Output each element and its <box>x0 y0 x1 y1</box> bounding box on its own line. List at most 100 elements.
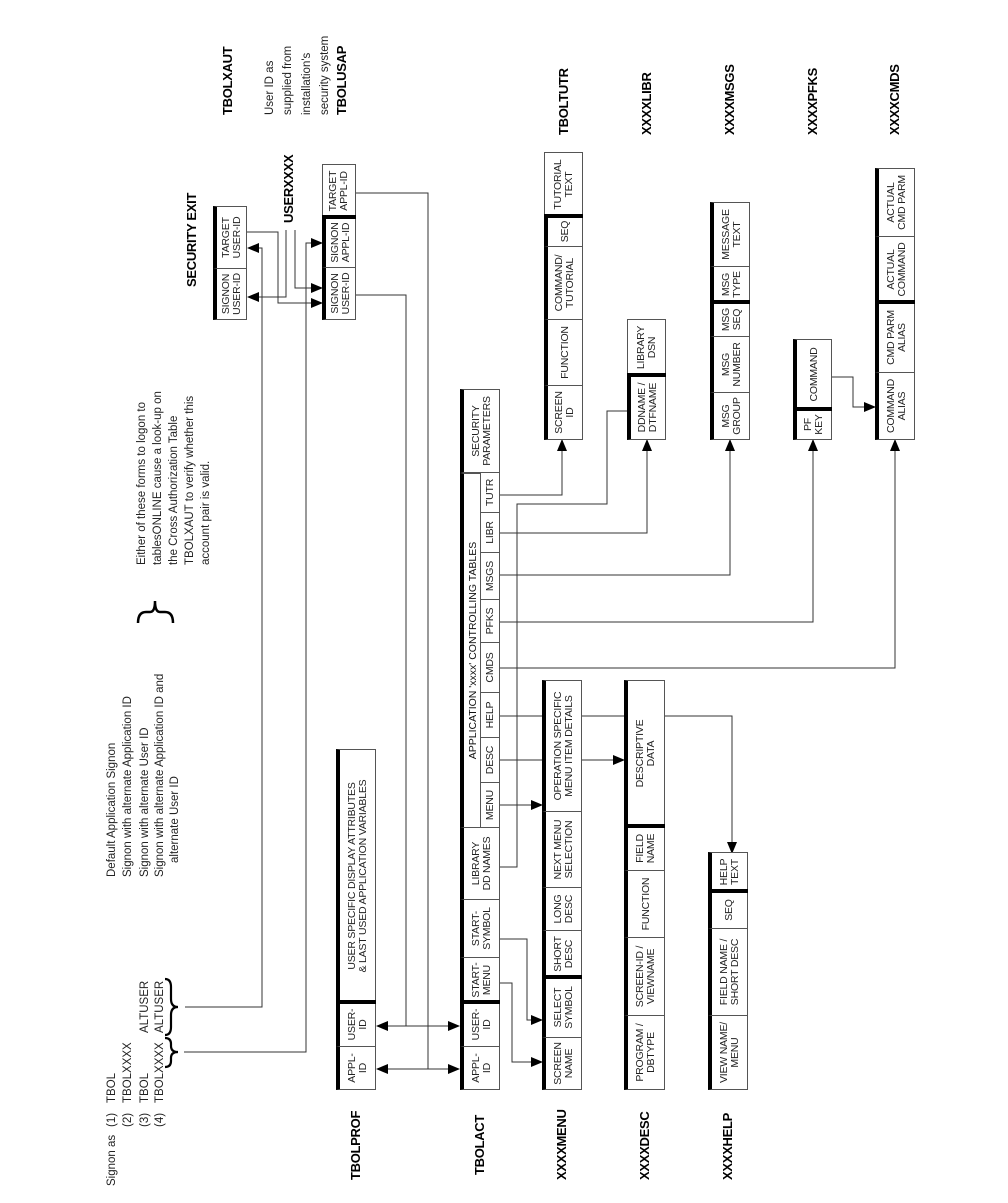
table-cell: MSG NUMBER <box>710 336 750 393</box>
key-separator <box>627 373 666 377</box>
table-cell: TUTR <box>480 472 500 513</box>
table-cell: START- SYMBOL <box>460 899 500 958</box>
table-cell: SCREEN NAME <box>542 1037 582 1090</box>
table-cell: FUNCTION <box>624 870 665 938</box>
lookup-note-line: tablesONLINE cause a look-up on <box>152 391 164 565</box>
table-cell: PROGRAM / DBTYPE <box>624 1015 665 1090</box>
connector-msgs <box>500 439 735 576</box>
table-cell: USER- ID <box>336 1002 376 1047</box>
table-cell: TUTORIAL TEXT <box>544 152 583 217</box>
table-label-tbolxaut: TBOLXAUT <box>220 46 235 115</box>
signon-form: TBOLXXXX <box>122 1042 134 1103</box>
signon-form: TBOLXXXX <box>154 1042 166 1103</box>
table-cell: SIGNON APPL-ID <box>322 217 356 268</box>
table-cell: MENU <box>480 782 500 828</box>
signon-desc: Signon with alternate Application ID <box>122 696 134 877</box>
connector-start-menu <box>500 982 543 1067</box>
signon-desc: Signon with alternate User ID <box>139 727 151 877</box>
key-separator <box>793 407 832 411</box>
table-label: XXXXMSGS <box>722 64 737 135</box>
lookup-note-line: account pair is valid. <box>200 460 212 565</box>
connector-help <box>500 715 737 854</box>
table-cell: SEQ <box>544 216 583 247</box>
usap-note-line: installation's <box>301 52 313 115</box>
table-cell: OPERATION SPECIFIC MENU ITEM DETAILS <box>542 680 582 812</box>
table-cell: FIELD NAME / SHORT DESC <box>708 928 748 1016</box>
connector-tutr <box>500 439 567 496</box>
table-cell: SHORT DESC <box>542 930 582 978</box>
connector-libr <box>500 439 652 534</box>
connector-altuser-to-target-userid <box>185 243 263 1008</box>
table-cell: SIGNON USER-ID <box>322 267 356 320</box>
signon-num: (2) <box>122 1112 134 1127</box>
table-label: TBOLACT <box>472 1115 487 1175</box>
group-header-controlling-tables: APPLICATION 'xxxx' CONTROLLING TABLES <box>460 473 481 828</box>
lookup-note-line: the Cross Authorization Table <box>168 415 180 565</box>
table-cell: SELECT SYMBOL <box>542 977 582 1038</box>
table-cell: MSG TYPE <box>710 266 750 303</box>
table-label: XXXXPFKS <box>804 68 820 135</box>
table-cell: DESC <box>480 737 500 783</box>
table-cell: CMD PARM ALIAS <box>875 302 915 373</box>
brace-icon <box>164 977 179 1037</box>
key-separator <box>322 215 356 219</box>
table-label: XXXXLIBR <box>638 72 654 135</box>
table-cell: COMMAND/ TUTORIAL <box>544 246 583 320</box>
table-cell: START- MENU <box>460 957 500 1003</box>
table-cell: USER SPECIFIC DISPLAY ATTRIBUTES & LAST … <box>336 749 376 1003</box>
table-cell: ACTUAL CMD PARM <box>875 168 915 237</box>
usap-note-line: security system <box>319 35 331 115</box>
table-cell: HELP TEXT <box>708 852 748 892</box>
connector-pfks-command-to-cmds <box>832 376 876 412</box>
table-cell: PF KEY <box>793 409 832 440</box>
table-cell: SIGNON USER-ID <box>213 268 247 320</box>
signon-num: (1) <box>106 1112 118 1127</box>
connector-start-symbol <box>500 938 543 1025</box>
signon-form: TBOL <box>106 1072 118 1103</box>
signon-desc: Signon with alternate Application ID and <box>154 673 166 877</box>
table-label: XXXXDESC <box>636 1111 652 1180</box>
table-cell: LIBRARY DSN <box>627 319 666 376</box>
table-cell: SECURITY PARAMETERS <box>460 389 500 473</box>
signon-alt-user: ALTUSER <box>139 980 151 1033</box>
table-cell: LIBRARY DD NAMES <box>460 827 500 900</box>
table-label: XXXXMENU <box>554 1109 569 1180</box>
table-cell: NEXT MENU SELECTION <box>542 811 582 888</box>
table-cell: SCREEN-ID / VIEWNAME <box>624 937 665 1016</box>
signon-num: (3) <box>139 1112 151 1127</box>
connector-userxxxx-to-usap <box>294 230 323 293</box>
key-separator <box>875 300 915 304</box>
key-separator <box>710 300 750 304</box>
table-cell: MSGS <box>480 552 500 600</box>
lookup-note-line: Either of these forms to logon to <box>136 401 148 565</box>
table-cell: DESCRIPTIVE DATA <box>624 680 665 827</box>
table-cell: CMDS <box>480 642 500 693</box>
table-cell: FIELD NAME <box>624 826 665 871</box>
table-cell: VIEW NAME/ MENU <box>708 1015 748 1090</box>
table-cell: ACTUAL COMMAND <box>875 236 915 303</box>
table-label-tbolusap: TBOLUSAP <box>334 45 349 115</box>
table-cell: PFKS <box>480 599 500 643</box>
table-cell: USER- ID <box>460 1002 500 1047</box>
signon-num: (4) <box>154 1112 166 1127</box>
key-separator <box>460 1000 500 1004</box>
table-cell: FUNCTION <box>544 319 583 386</box>
signon-form: TBOL <box>139 1072 151 1103</box>
table-cell: APPL- ID <box>336 1046 376 1090</box>
key-separator <box>708 889 748 893</box>
signon-intro: Signon as <box>106 1134 118 1186</box>
key-separator <box>624 824 665 828</box>
lookup-note-line: TBOLXAUT to verify whether this <box>184 395 196 565</box>
signon-alt-user: ALTUSER <box>154 980 166 1033</box>
connector-target-userid-to-usap <box>247 231 323 308</box>
table-cell: SCREEN ID <box>544 385 583 440</box>
table-cell: LIBR <box>480 512 500 553</box>
connector-cmds <box>500 439 900 669</box>
table-cell: HELP <box>480 692 500 738</box>
table-cell: MESSAGE TEXT <box>710 202 750 267</box>
table-cell: APPL- ID <box>460 1046 500 1090</box>
table-cell: MSG GROUP <box>710 392 750 440</box>
connector-userxxxx-to-xaut <box>247 230 287 302</box>
